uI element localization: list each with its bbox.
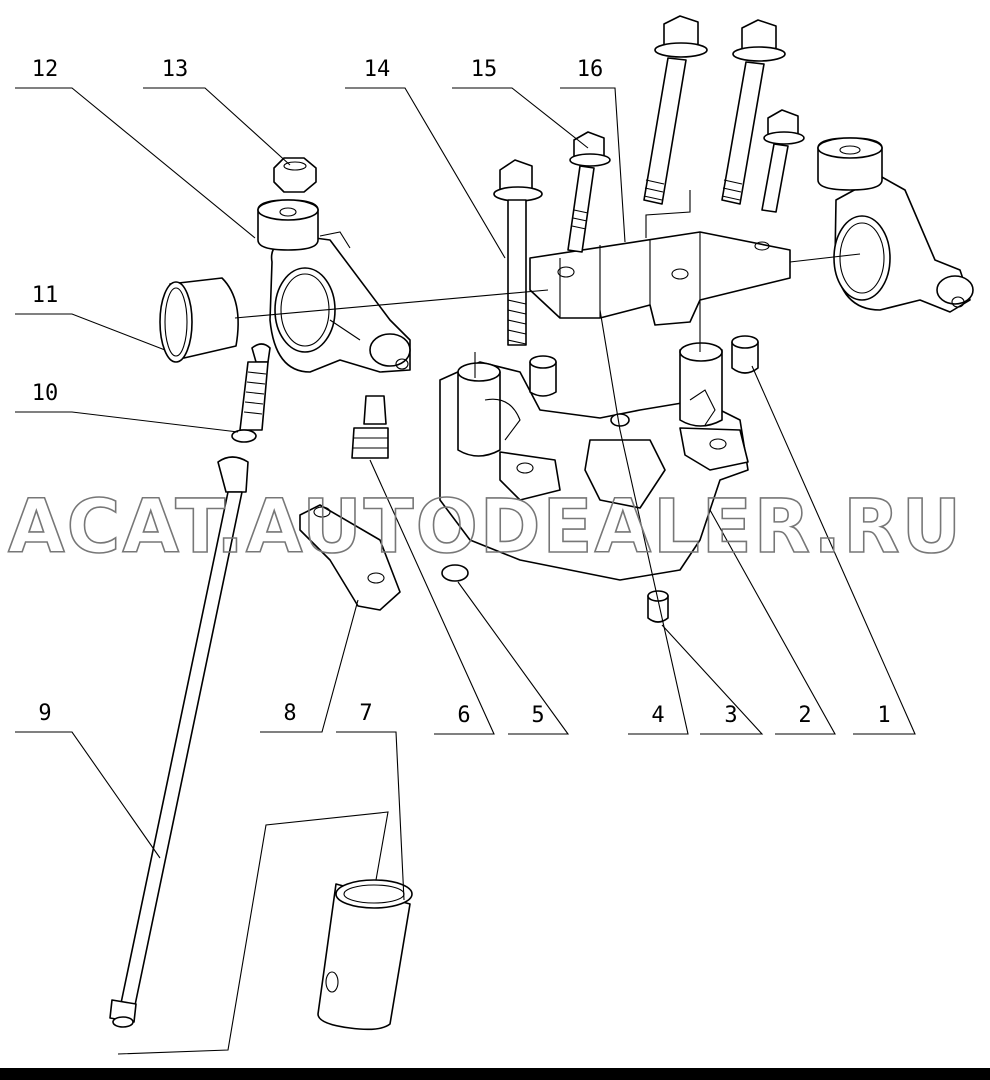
bolt-15 — [567, 131, 611, 253]
callout-1: 1 — [877, 703, 890, 728]
dowel-1 — [731, 335, 759, 374]
bushing-11 — [159, 277, 239, 363]
tappet-7 — [317, 879, 413, 1031]
callout-2: 2 — [798, 703, 811, 728]
callout-15: 15 — [471, 57, 498, 82]
callout-12: 12 — [32, 57, 59, 82]
assembly-center-lines — [117, 190, 861, 1055]
callout-10: 10 — [32, 381, 59, 406]
callout-11: 11 — [32, 283, 59, 308]
callout-8: 8 — [283, 701, 296, 726]
o-ring-4 — [610, 413, 630, 427]
bottom-border — [0, 1068, 990, 1080]
callout-labels: 12 13 14 15 16 11 10 9 8 7 6 5 4 3 2 1 — [32, 57, 891, 728]
callout-13: 13 — [162, 57, 189, 82]
crosshead-8 — [299, 504, 401, 611]
callout-5: 5 — [531, 703, 544, 728]
callout-6: 6 — [457, 703, 470, 728]
bolt-upper-mid — [721, 19, 786, 205]
rocker-shaft-support — [529, 231, 791, 326]
bolt-upper-right — [761, 109, 805, 213]
rocker-arm-right — [833, 175, 974, 313]
callout-7: 7 — [359, 701, 372, 726]
watermark-text: ACAT.AUTODEALER.RU — [8, 484, 963, 570]
rocker-bracket-body — [439, 342, 749, 581]
shaft-end-right — [817, 137, 883, 191]
o-ring-5 — [441, 564, 469, 582]
callout-3: 3 — [724, 703, 737, 728]
callout-9: 9 — [38, 701, 51, 726]
nut-13 — [273, 157, 317, 193]
rocker-arm-left — [269, 231, 411, 373]
bolt-upper-left — [643, 15, 708, 205]
dowel-3 — [647, 590, 669, 623]
adjust-screw-10 — [231, 343, 271, 443]
dowel-center — [529, 355, 557, 397]
shaft-end-12 — [257, 199, 319, 251]
callout-4: 4 — [651, 703, 664, 728]
bolt-14 — [493, 159, 543, 346]
leader-lines — [15, 87, 916, 901]
push-rod-9 — [109, 456, 249, 1028]
callout-14: 14 — [364, 57, 391, 82]
plunger-6 — [351, 395, 389, 459]
callout-16: 16 — [577, 57, 604, 82]
